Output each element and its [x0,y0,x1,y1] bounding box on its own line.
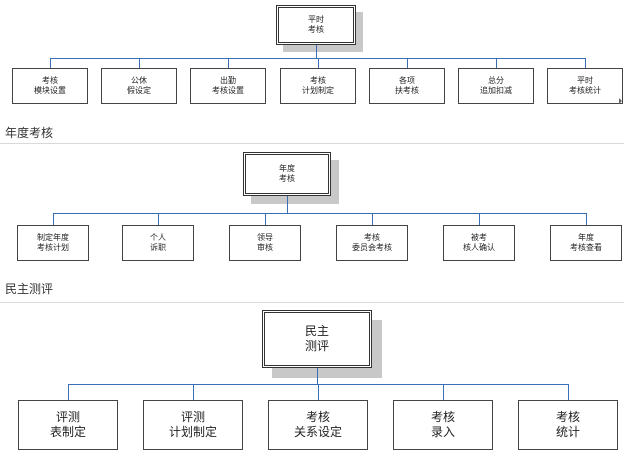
child-node: 各项扶考核 [369,68,445,104]
root-node-line: 平时 [308,15,324,24]
root-node-line: 民主 [304,324,329,338]
child-node-line: 录入 [430,425,455,439]
section-heading: 年度考核 [5,126,54,140]
child-node-line: 扶考核 [395,86,419,95]
child-node-line: 考核 [310,76,326,85]
root-node-line: 考核 [279,174,295,183]
child-node: 考核关系设定 [268,400,368,450]
child-node-line: 各项 [399,76,415,85]
section-divider [0,143,624,144]
child-node-line: 领导 [257,233,273,242]
child-node-line: 考核 [305,410,330,424]
child-node-line: 公休 [131,76,147,85]
child-node: 考核计划制定 [280,68,356,104]
connector-child [567,384,569,400]
root-node: 民主测评 [262,310,372,368]
child-node-line: 考核 [430,410,455,424]
child-node-line: 计划制定 [168,425,217,439]
child-node: 考核录入 [393,400,493,450]
child-node-line: 表制定 [49,425,86,439]
child-node: 领导审核 [229,225,301,261]
child-node: 制定年度考核计划 [17,225,89,261]
child-node-line: 计划制定 [302,86,334,95]
connector-bus [53,213,586,214]
connector-child [192,384,194,400]
connector-child [138,58,140,68]
child-node: 个人诉职 [122,225,194,261]
root-node-line: 年度 [279,164,295,173]
root-node-line: 考核 [308,25,324,34]
child-node-line: 考核查看 [570,243,602,252]
root-node: 年度考核 [243,152,331,196]
child-node-line: 诉职 [150,243,166,252]
connector-child [317,58,319,68]
section-divider [0,302,624,303]
child-node-line: 评测 [180,410,205,424]
connector-root [315,45,317,58]
child-node-line: 关系设定 [293,425,342,439]
child-node-line: 追加扣减 [480,86,512,95]
connector-child [227,58,229,68]
connector-child [584,58,586,68]
child-node-line: 统计 [555,425,580,439]
child-node: 考核委员会考核 [336,225,408,261]
child-node-line: 委员会考核 [352,243,392,252]
connector-child [371,213,373,225]
connector-child [52,213,54,225]
child-node: 被考核人确认 [443,225,515,261]
child-node: 考核统计 [518,400,618,450]
child-node: 公休假设定 [101,68,177,104]
child-node-line: 个人 [150,233,166,242]
connector-child [49,58,51,68]
connector-child [264,213,266,225]
child-node-line: 模块设置 [34,86,66,95]
connector-child [406,58,408,68]
child-node-line: 考核 [555,410,580,424]
root-node-line: 测评 [304,339,329,353]
connector-child [478,213,480,225]
connector-child [157,213,159,225]
child-node-line: 假设定 [127,86,151,95]
child-node-line: 考核统计 [569,86,601,95]
section-heading: 民主测评 [5,282,54,296]
end-marker [619,98,622,104]
connector-root [316,368,318,384]
child-node-line: 审核 [257,243,273,252]
child-node: 年度考核查看 [550,225,622,261]
child-node: 考核模块设置 [12,68,88,104]
connector-child [317,384,319,400]
child-node-line: 制定年度 [37,233,69,242]
child-node: 出勤考核设置 [190,68,266,104]
child-node: 评测计划制定 [143,400,243,450]
child-node-line: 考核设置 [212,86,244,95]
child-node-line: 平时 [577,76,593,85]
child-node-line: 被考 [471,233,487,242]
child-node-line: 评测 [55,410,80,424]
child-node-line: 年度 [578,233,594,242]
child-node-line: 考核 [42,76,58,85]
child-node-line: 考核计划 [37,243,69,252]
child-node-line: 总分 [488,76,504,85]
connector-child [67,384,69,400]
child-node: 平时考核统计 [547,68,623,104]
connector-root [286,196,288,213]
child-node-line: 核人确认 [463,243,495,252]
connector-child [585,213,587,225]
connector-child [442,384,444,400]
child-node-line: 考核 [364,233,380,242]
child-node-line: 出勤 [220,76,236,85]
root-node: 平时考核 [276,5,356,45]
connector-child [495,58,497,68]
child-node: 评测表制定 [18,400,118,450]
child-node: 总分追加扣减 [458,68,534,104]
